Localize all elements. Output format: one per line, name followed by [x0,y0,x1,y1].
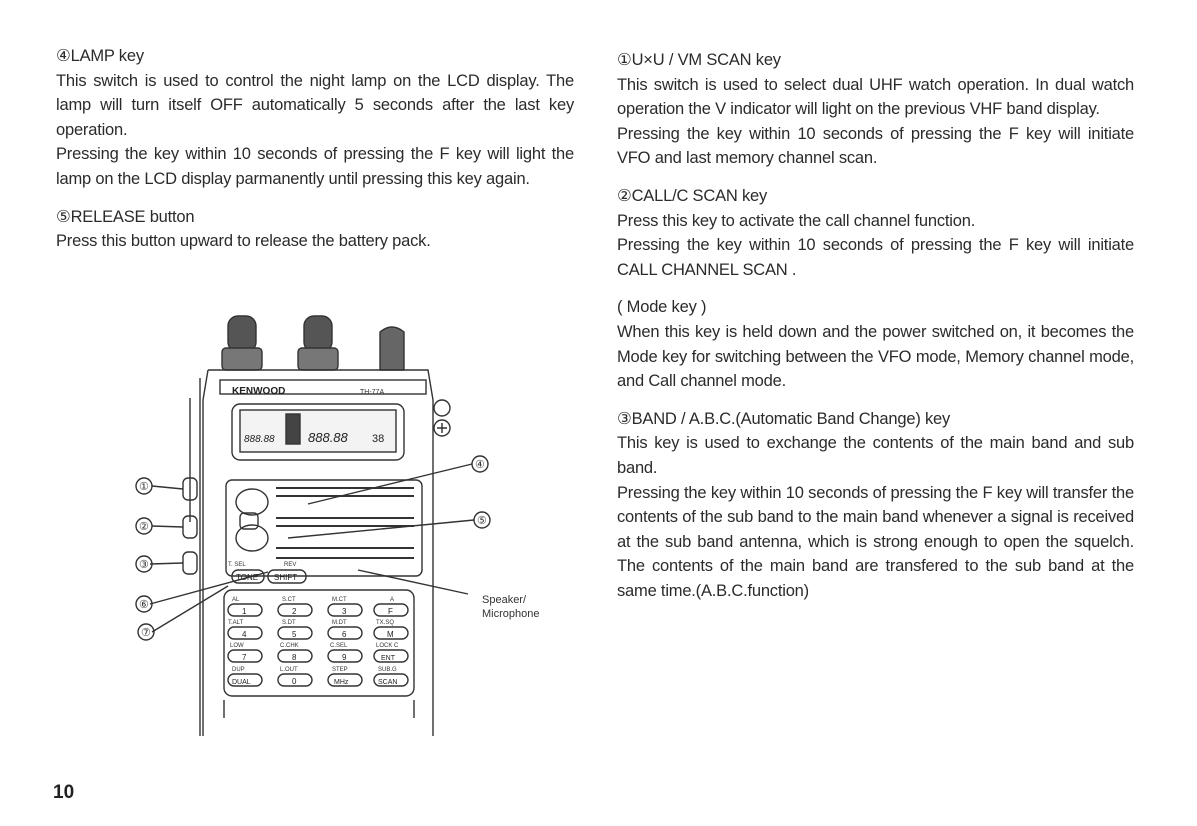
key-m: M [387,630,394,639]
radio-illustration: KENWOOD TH-77A 888.88 888.88 38 ① ② ③ ④ … [128,308,578,736]
key-label-sdt: S.DT [282,620,296,626]
callout-5-leader [287,519,475,539]
band-key-paragraph-2: Pressing the key within 10 seconds of pr… [617,483,1134,600]
callout-7-leader [151,585,229,633]
callout-label-3: ③ [139,559,149,571]
callout-circle-6 [135,595,153,613]
key-4: 4 [242,630,247,639]
callout-1-leader [151,485,184,490]
release-button-paragraph: Press this button upward to release the … [56,232,431,251]
key-9: 9 [342,653,347,662]
tsel-label: T. SEL [228,562,246,568]
key-label-talt: T.ALT [228,620,244,626]
key-6: 6 [342,630,347,639]
key-label-lockc: LOCK C [376,643,399,649]
key-3: 3 [342,607,347,616]
release-button-heading: ⑤RELEASE button [56,207,195,226]
key-label-dup: DUP [232,667,245,673]
lcd-left-readout: 888.88 [244,434,275,445]
call-key-heading: ②CALL/C SCAN key [617,186,768,205]
page-number: 10 [53,782,75,803]
model-label: TH-77A [360,389,384,396]
rev-label: REV [284,562,296,568]
key-label-mdt: M.DT [332,620,347,626]
key-f: F [388,607,393,616]
down-arrow-key-icon [235,524,269,552]
lamp-key-paragraph-2: Pressing the key within 10 seconds of pr… [56,145,574,188]
key-label-csel: C.SEL [330,643,348,649]
antenna-connector-icon [379,326,405,371]
key-2: 2 [292,607,297,616]
callout-2-leader [151,525,184,528]
radio-diagram: KENWOOD TH-77A 888.88 888.88 38 ① ② ③ ④ … [135,315,539,736]
key-label-txsq: TX.SQ [376,620,394,626]
callout-label-1: ① [139,481,149,493]
callout-circle-7 [137,623,155,641]
key-label-mct: M.CT [332,597,347,603]
callout-circle-2 [135,517,153,535]
callout-label-7: ⑦ [141,627,151,639]
speaker-leader [357,569,469,595]
callout-4-leader [307,463,473,505]
side-knob-icon [433,399,451,417]
callout-circle-1 [135,477,153,495]
key-label-cchk: C.CHK [280,643,299,649]
lcd-right-readout: 888.88 [308,430,349,445]
key-0: 0 [292,677,297,686]
key-mhz: MHz [334,679,349,686]
uxu-key-paragraph-1: This switch is used to select dual UHF w… [617,75,1134,119]
key-label-low: LOW [230,643,244,649]
mode-key-paragraph: When this key is held down and the power… [617,322,1134,391]
key-label-subg: SUB.G [378,667,397,673]
callout-circle-5 [473,511,491,529]
call-key-paragraph-1: Press this key to activate the call chan… [617,211,976,230]
key-7: 7 [242,653,247,662]
callout-label-5: ⑤ [477,515,487,527]
band-key-heading: ③BAND / A.B.C.(Automatic Band Change) ke… [617,409,951,428]
callout-6-leader [149,571,269,605]
plus-knob-icon [433,419,451,437]
key-label-step: STEP [332,667,348,673]
shift-key-label: SHIFT [274,573,297,582]
callout-circle-3 [135,555,153,573]
brand-logo: KENWOOD [232,386,285,397]
key-8: 8 [292,653,297,662]
lamp-key-heading: ④LAMP key [56,47,144,65]
up-arrow-key-icon [235,488,269,516]
radio-body-outline [202,369,434,736]
keypad-keys [227,603,409,687]
callout-circle-4 [471,455,489,473]
key-label-lout: L.OUT [280,667,298,673]
key-label-al: AL [232,597,240,603]
callout-label-2: ② [139,521,149,533]
uxu-key-heading: ①U×U / VM SCAN key [617,51,781,69]
call-key-paragraph-2: Pressing the key within 10 seconds of pr… [617,236,1134,279]
right-column: ①U×U / VM SCAN key This switch is used t… [617,48,1134,603]
key-label-a: A [390,597,394,603]
key-label-sct: S.CT [282,597,296,603]
mode-key-heading: ( Mode key ) [617,298,707,317]
key-5: 5 [292,630,297,639]
center-knob-icon [297,315,339,371]
speaker-label-line-1: Speaker/ [482,594,527,606]
left-knob-icon [221,315,263,371]
speaker-label-line-2: Microphone [482,608,539,620]
key-ent: ENT [381,655,396,662]
side-button-3-icon [182,551,198,575]
band-key-paragraph-1: This key is used to exchange the content… [617,434,1134,477]
key-scan: SCAN [378,679,397,686]
callout-3-leader [149,562,184,565]
callout-label-6: ⑥ [139,599,149,611]
lamp-key-paragraph-1: This switch is used to control the night… [56,71,574,139]
left-column: ④LAMP key This switch is used to control… [56,44,574,254]
uxu-key-paragraph-2: Pressing the key within 10 seconds of pr… [617,124,1134,168]
tone-key-label: TONE [236,573,258,582]
key-dual: DUAL [232,679,251,686]
key-1: 1 [242,607,247,616]
lcd-channel-readout: 38 [372,433,384,445]
callout-label-4: ④ [475,459,485,471]
